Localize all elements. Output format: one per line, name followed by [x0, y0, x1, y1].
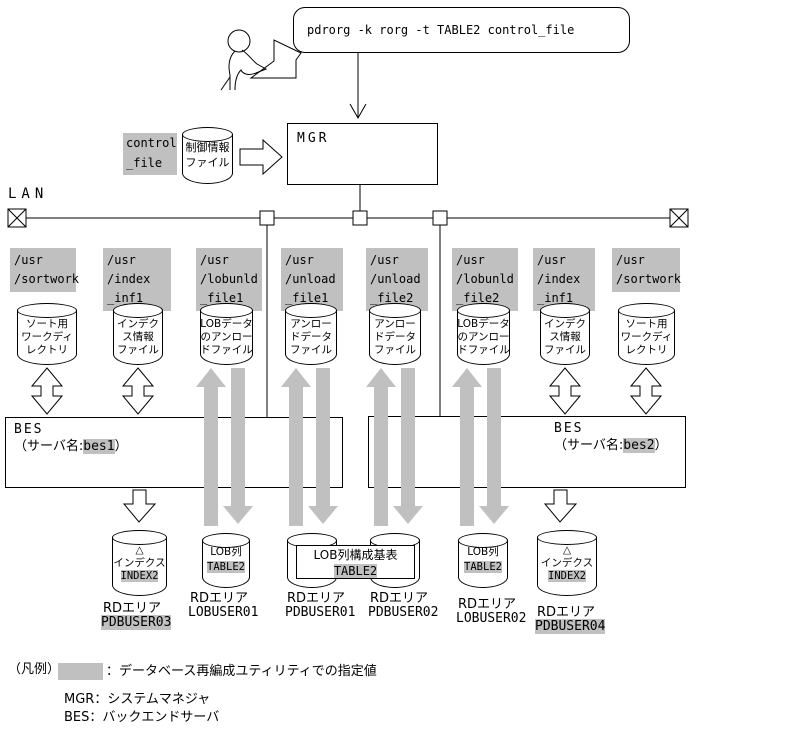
mgr-box-label: MGR [297, 131, 330, 146]
base-table-title: LOB列構成基表 [313, 548, 398, 562]
rd-area-name: PDBUSER01 [285, 605, 356, 620]
file-cylinder-lobunld2: LOBデータのアンロードファイル [457, 303, 510, 365]
file-path-label-sortwork1: /usr/sortwork [10, 248, 79, 292]
file-cylinder-lobunld1: LOBデータのアンロードファイル [200, 303, 253, 365]
lan-terminator-right-icon [669, 208, 689, 228]
rd-area-name: LOBUSER02 [456, 611, 527, 626]
legend-title: （凡例） [8, 662, 61, 677]
bes1-server-name: （サーバ名:bes1） [14, 439, 128, 454]
input-arrow-icon [239, 138, 283, 176]
file-path-label-unload1: /usr/unload_file1 [281, 248, 343, 311]
file-cylinder-unload1: アンロードデータファイル [285, 303, 337, 365]
person-icon [220, 29, 268, 91]
file-path-label-indexinf1-right: /usr/index_inf1 [533, 248, 595, 311]
rd-area-name: PDBUSER04 [535, 619, 606, 634]
file-path-label-lobunld2: /usr/lobunld_file2 [452, 248, 518, 311]
rd-area-label: RDエリア [103, 601, 162, 616]
rd-area-label: RDエリア [537, 605, 596, 620]
bes2-title: BES [554, 421, 584, 436]
updown-arrow-icon-sortwork1 [30, 367, 64, 415]
bidirectional-arrow-icons [30, 367, 663, 415]
rd-area-name: PDBUSER02 [368, 605, 439, 620]
lan-terminator-left-icon [7, 208, 27, 228]
file-path-label-indexinf1-left: /usr/index_inf1 [103, 248, 171, 311]
bes2-server-name: （サーバ名:bes2） [554, 438, 668, 453]
file-cylinder-sortwork1: ソート用ワークディレクトリ [17, 303, 77, 365]
command-arrow [349, 53, 367, 120]
updown-arrow-icon-indexinf-left [121, 367, 155, 415]
file-cylinder-indexinf1-left: インデクス情報ファイル [113, 303, 163, 365]
rd-area-label: RDエリア [190, 591, 249, 606]
down-arrow-icon-pdbuser03 [122, 489, 157, 523]
file-cylinder-unload2: アンロードデータファイル [369, 303, 421, 365]
rd-area-label: RDエリア [287, 591, 346, 606]
file-cylinder-sortwork2: ソート用ワークディレクトリ [618, 303, 675, 365]
lan-node-2 [352, 210, 368, 226]
rd-area-label: RDエリア [458, 597, 517, 612]
file-path-label-unload2: /usr/unload_file2 [366, 248, 428, 311]
bes1-box: BES （サーバ名:bes1） [5, 417, 343, 488]
legend-swatch-desc: ：データベース再編成ユティリティでの指定値 [106, 664, 377, 679]
updown-arrow-icon-indexinf-right [548, 367, 582, 415]
bes1-title: BES [14, 422, 44, 437]
file-cylinder-indexinf1-right: インデクス情報ファイル [540, 303, 590, 365]
rd-area-label: RDエリア [370, 591, 429, 606]
legend-mgr-desc: MGR：システムマネジャ [64, 692, 211, 707]
rd-area-name: LOBUSER01 [188, 605, 259, 620]
control-file-cylinder: 制御情報 ファイル [182, 127, 233, 184]
updown-arrow-icon-sortwork2 [629, 367, 663, 415]
mgr-box: MGR [287, 123, 438, 185]
lan-node-3 [432, 210, 448, 226]
rd-area-name: PDBUSER03 [101, 615, 172, 630]
base-table-box: LOB列構成基表 TABLE2 [296, 545, 415, 579]
down-arrow-icon-pdbuser04 [543, 489, 578, 523]
file-path-label-sortwork2: /usr/sortwork [612, 248, 681, 292]
file-path-label-lobunld1: /usr/lobunld_file1 [196, 248, 262, 311]
lan-node-1 [259, 210, 275, 226]
index-store-arrows [122, 489, 578, 523]
legend-highlight-swatch [58, 663, 103, 680]
base-table-name: TABLE2 [333, 564, 378, 578]
bes2-box: BES （サーバ名:bes2） [368, 416, 686, 488]
lan-label: LAN [8, 186, 49, 202]
command-text: pdrorg -k rorg -t TABLE2 control_file [307, 23, 575, 37]
legend-bes-desc: BES：バックエンドサーバ [64, 710, 220, 725]
control-file-tag: control_file [123, 133, 177, 175]
command-bubble: pdrorg -k rorg -t TABLE2 control_file [293, 7, 630, 53]
